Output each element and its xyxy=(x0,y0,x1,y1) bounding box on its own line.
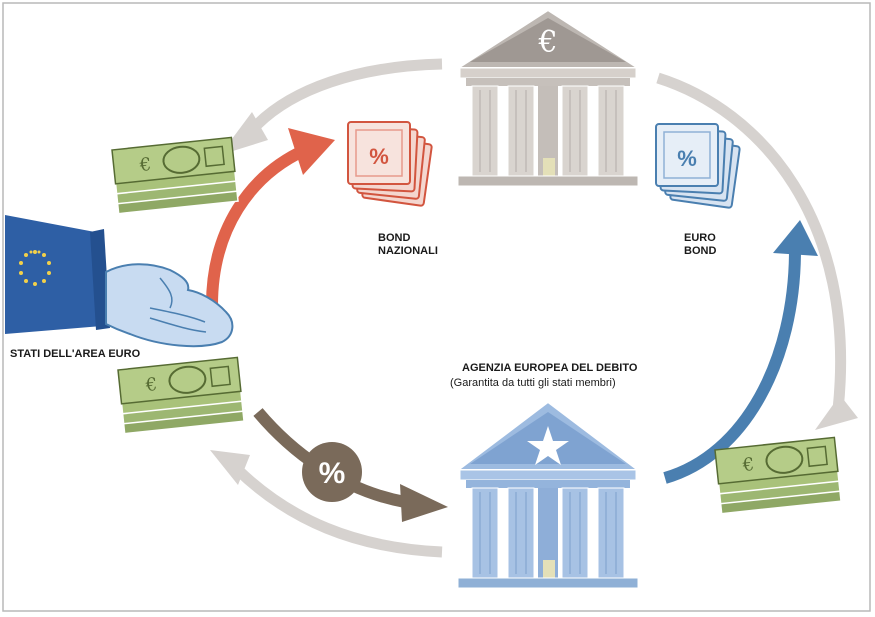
national-bond-icon: % xyxy=(347,121,433,207)
euro-bond-percent: % xyxy=(677,146,697,171)
svg-text:€: € xyxy=(144,374,159,396)
interest-percent-symbol: % xyxy=(319,457,346,490)
loop-arrowhead-right xyxy=(815,395,858,430)
ecb-building-icon: € xyxy=(454,8,642,187)
euro-symbol: € xyxy=(537,25,557,60)
loop-arrows xyxy=(234,58,847,558)
label-bond-nazionali-line1: BOND xyxy=(378,232,411,244)
euro-bond-icon: % xyxy=(655,123,741,209)
loop-arrow-top-left xyxy=(247,58,443,134)
label-euro-bond-line1: EURO xyxy=(684,232,716,244)
eu-stars xyxy=(19,250,51,286)
label-stati-area-euro: STATI DELL'AREA EURO xyxy=(10,348,141,360)
label-bond-nazionali-line2: NAZIONALI xyxy=(378,245,438,257)
svg-text:€: € xyxy=(741,454,756,476)
eu-hand-icon xyxy=(5,215,234,348)
star-icon xyxy=(527,426,569,465)
red-arrow xyxy=(206,128,335,306)
label-agenzia-title: AGENZIA EUROPEA DEL DEBITO xyxy=(462,362,638,374)
label-bond-nazionali: BOND NAZIONALI xyxy=(378,232,438,258)
brown-arrow: % xyxy=(253,408,448,522)
loop-arrowhead-bottom-left xyxy=(210,450,250,485)
money-stack-icon: € xyxy=(117,356,245,435)
money-stack-icon: € xyxy=(714,436,842,515)
label-euro-bond-line2: BOND xyxy=(684,245,717,257)
blue-arrow xyxy=(663,220,818,484)
svg-text:€: € xyxy=(138,154,153,176)
loop-arrow-bottom-left xyxy=(234,466,443,558)
label-agenzia-subtitle: (Garantita da tutti gli stati membri) xyxy=(450,377,616,389)
agency-building-icon xyxy=(455,400,641,589)
label-euro-bond: EURO BOND xyxy=(684,232,716,258)
money-stack-icon: € xyxy=(111,136,239,215)
national-bond-percent: % xyxy=(369,144,389,169)
loop-arrow-right xyxy=(656,72,847,411)
